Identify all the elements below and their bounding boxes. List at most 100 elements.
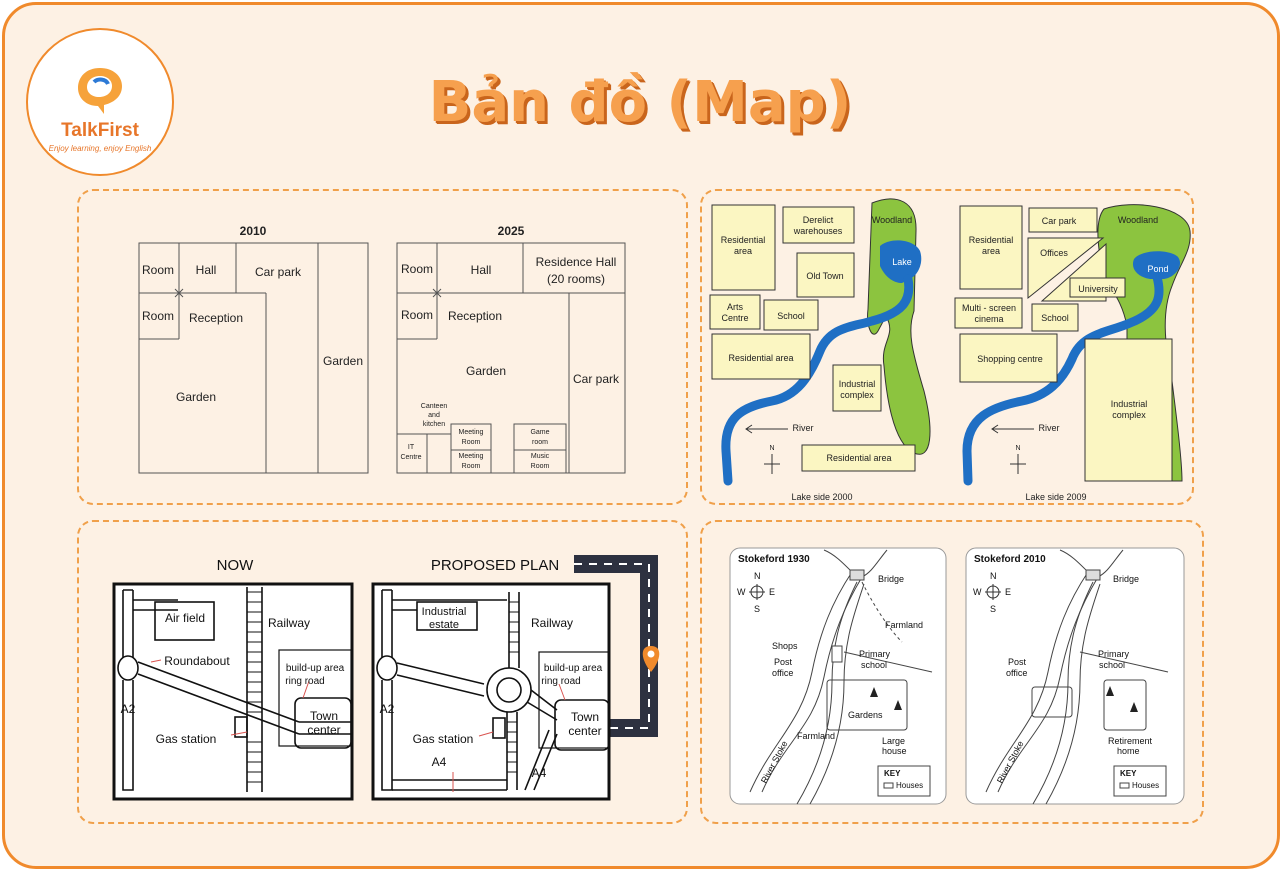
label-room-2-2025: Room <box>401 308 433 322</box>
speech-bubble-icon <box>78 68 122 114</box>
logo-tagline: Enjoy learning, enjoy English <box>48 144 152 153</box>
label-meeting-room-2: Room <box>462 463 481 470</box>
town-plan-panel: NOW PROPOSED PLAN Air fie <box>77 520 688 824</box>
label-res1b-2009: area <box>982 246 1000 256</box>
compass-e-1930: E <box>769 587 775 597</box>
river-arrow-icon-2000 <box>745 424 788 434</box>
label-woodland-2000: Woodland <box>872 215 912 225</box>
label-north-2009: N <box>1015 445 1020 452</box>
label-a2-proposed: A2 <box>380 702 395 716</box>
label-pond: Pond <box>1147 264 1168 274</box>
label-res3-2000: Residential area <box>826 453 891 463</box>
label-derelict: Derelict <box>803 215 834 225</box>
page-title: Bản đồ (Map) <box>428 70 852 135</box>
compass-icon-2010 <box>985 584 1001 600</box>
label-large: Large <box>882 736 905 746</box>
label-town-now: Town <box>310 709 338 723</box>
label-post-1930: Post <box>774 657 793 667</box>
label-center-proposed: center <box>568 724 601 738</box>
label-car-park-2025: Car park <box>573 372 620 386</box>
label-bridge-1930: Bridge <box>878 574 904 584</box>
label-ind-2009: Industrial <box>1111 399 1148 409</box>
label-garden: Garden <box>176 390 216 404</box>
label-primary-2010: Primary <box>1098 649 1129 659</box>
label-canteen-and: and <box>428 412 440 419</box>
label-reception: Reception <box>189 311 243 325</box>
stokeford-map: Stokeford 1930 N W E S Bridge Farmland S… <box>729 547 1185 805</box>
compass-n-2010: N <box>990 571 997 581</box>
river-2009 <box>962 272 1164 486</box>
woodland-2000 <box>867 198 931 455</box>
label-retirement: Retirement <box>1108 736 1153 746</box>
label-game-room: room <box>532 439 548 446</box>
house-key-icon-2010 <box>1119 782 1130 789</box>
label-river-2009: River <box>1038 423 1059 433</box>
label-arts-centre: Centre <box>721 313 748 323</box>
label-arts: Arts <box>727 302 744 312</box>
label-offices: Offices <box>1040 248 1068 258</box>
label-ind2-2009: complex <box>1112 410 1146 420</box>
floor-plan-panel: 2010 Room Hall Car park Room Reception G… <box>77 189 688 505</box>
label-buildup-proposed: build-up area <box>544 663 603 674</box>
label-school-2010: school <box>1099 660 1125 670</box>
label-cinema-2: cinema <box>974 314 1003 324</box>
bridge-icon-1930 <box>849 569 865 581</box>
label-roundabout: Roundabout <box>164 654 230 668</box>
label-meeting-2: Meeting <box>459 453 484 460</box>
key-houses-1930: Houses <box>896 781 923 790</box>
key-houses-2010: Houses <box>1132 781 1159 790</box>
lake-side-panel: Residential area Derelict warehouses Woo… <box>700 189 1194 505</box>
label-music-room: Room <box>531 463 550 470</box>
label-garden-right: Garden <box>323 354 363 368</box>
label-res2-2000: Residential area <box>728 353 793 363</box>
caption-lake-2009: Lake side 2009 <box>1025 492 1086 502</box>
label-post-2010: Post <box>1008 657 1027 667</box>
label-shops: Shops <box>772 641 798 651</box>
label-river-2000: River <box>792 423 813 433</box>
label-farmland-2-1930: Farmland <box>797 731 835 741</box>
compass-s-1930: S <box>754 604 760 614</box>
label-home: home <box>1117 746 1140 756</box>
reception-door-icon <box>174 288 184 298</box>
logo-brand: TalkFirst <box>61 120 139 141</box>
river-arrow-icon-2009 <box>991 424 1034 434</box>
north-arrow-icon-2000 <box>764 454 780 474</box>
label-cinema: Multi - screen <box>962 303 1016 313</box>
year-2010: 2010 <box>240 224 267 238</box>
label-railway-now: Railway <box>268 616 310 630</box>
location-pin-icon <box>642 646 660 672</box>
label-bridge-2010: Bridge <box>1113 574 1139 584</box>
label-res1b-2000: area <box>734 246 752 256</box>
label-room: Room <box>142 263 174 277</box>
label-it: IT <box>408 444 415 451</box>
compass-w-1930: W <box>737 587 746 597</box>
north-arrow-icon-2009 <box>1010 454 1026 474</box>
tree-icons-1930 <box>870 687 902 710</box>
river-2000 <box>721 274 914 486</box>
label-hall-2025: Hall <box>471 263 492 277</box>
lake-2000 <box>880 240 922 283</box>
compass-s-2010: S <box>990 604 996 614</box>
house-key-icon-1930 <box>883 782 894 789</box>
label-ringroad-proposed: ring road <box>541 676 580 687</box>
pond-2009 <box>1132 251 1181 279</box>
label-garden-2025: Garden <box>466 364 506 378</box>
title-proposed: PROPOSED PLAN <box>431 557 559 574</box>
compass-icon-1930 <box>749 584 765 600</box>
label-room-2: Room <box>142 309 174 323</box>
label-shopping: Shopping centre <box>977 354 1043 364</box>
label-music: Music <box>531 453 550 460</box>
label-ind-2000: Industrial <box>839 379 876 389</box>
label-industrial: Industrial <box>422 606 467 618</box>
label-gardens: Gardens <box>848 710 883 720</box>
label-ind2-2000: complex <box>840 390 874 400</box>
stokeford-panel: Stokeford 1930 N W E S Bridge Farmland S… <box>700 520 1204 824</box>
label-center-now: center <box>307 723 340 737</box>
compass-n-1930: N <box>754 571 761 581</box>
floor-plan-map: 2010 Room Hall Car park Room Reception G… <box>138 224 626 474</box>
label-it-centre: Centre <box>400 454 421 461</box>
label-residence-rooms: (20 rooms) <box>547 272 605 286</box>
label-university: University <box>1078 284 1118 294</box>
label-office-1930: office <box>772 668 793 678</box>
label-north-2000: N <box>769 445 774 452</box>
